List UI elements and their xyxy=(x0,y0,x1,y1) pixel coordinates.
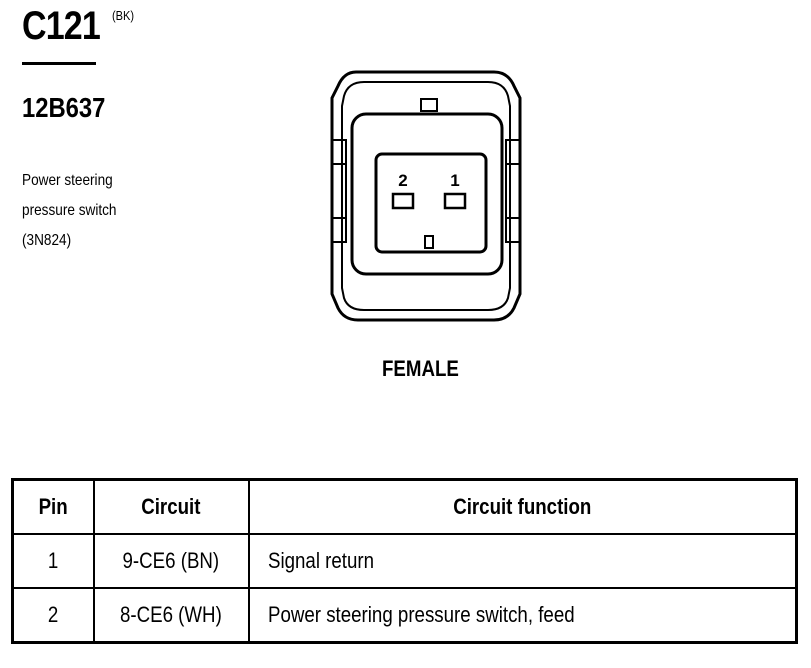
left-rib xyxy=(331,139,347,243)
terminal-pin-2 xyxy=(391,192,415,210)
connector-description: Power steering pressure switch (3N824) xyxy=(22,166,116,256)
connector-id: C121 xyxy=(22,4,101,48)
part-number: 12B637 xyxy=(22,92,106,123)
table-row: 1 9-CE6 (BN) Signal return xyxy=(11,533,798,589)
description-line-3: (3N824) xyxy=(22,232,72,249)
polarization-key xyxy=(424,235,434,249)
connector-face-diagram: 2 1 xyxy=(330,70,522,322)
connector-gender-label: FEMALE xyxy=(382,356,459,381)
cell-pin: 1 xyxy=(11,533,95,589)
header-pin: Pin xyxy=(11,478,95,535)
description-line-1: Power steering xyxy=(22,172,113,189)
header-circuit: Circuit xyxy=(92,478,250,535)
cell-function: Power steering pressure switch, feed xyxy=(247,587,798,644)
connector-inner-outline xyxy=(341,81,511,311)
connector-face xyxy=(350,112,504,276)
table-row: 2 8-CE6 (WH) Power steering pressure swi… xyxy=(11,587,798,644)
cell-circuit: 8-CE6 (WH) xyxy=(92,587,250,644)
title-underline xyxy=(22,62,96,65)
terminal-cavity xyxy=(374,152,488,254)
connector-color-code: (BK) xyxy=(112,8,135,23)
description-line-2: pressure switch xyxy=(22,202,117,219)
locking-tab xyxy=(420,98,438,112)
pin-label-2: 2 xyxy=(398,171,407,190)
header-circuit-function: Circuit function xyxy=(247,478,798,535)
terminal-pin-1 xyxy=(443,192,467,210)
pinout-table: Pin Circuit Circuit function 1 9-CE6 (BN… xyxy=(11,478,798,644)
pin-label-1: 1 xyxy=(450,171,459,190)
table-header-row: Pin Circuit Circuit function xyxy=(11,478,798,535)
cell-pin: 2 xyxy=(11,587,95,644)
cell-circuit: 9-CE6 (BN) xyxy=(92,533,250,589)
right-rib xyxy=(505,139,521,243)
cell-function: Signal return xyxy=(247,533,798,589)
connector-outer-housing xyxy=(330,70,522,322)
